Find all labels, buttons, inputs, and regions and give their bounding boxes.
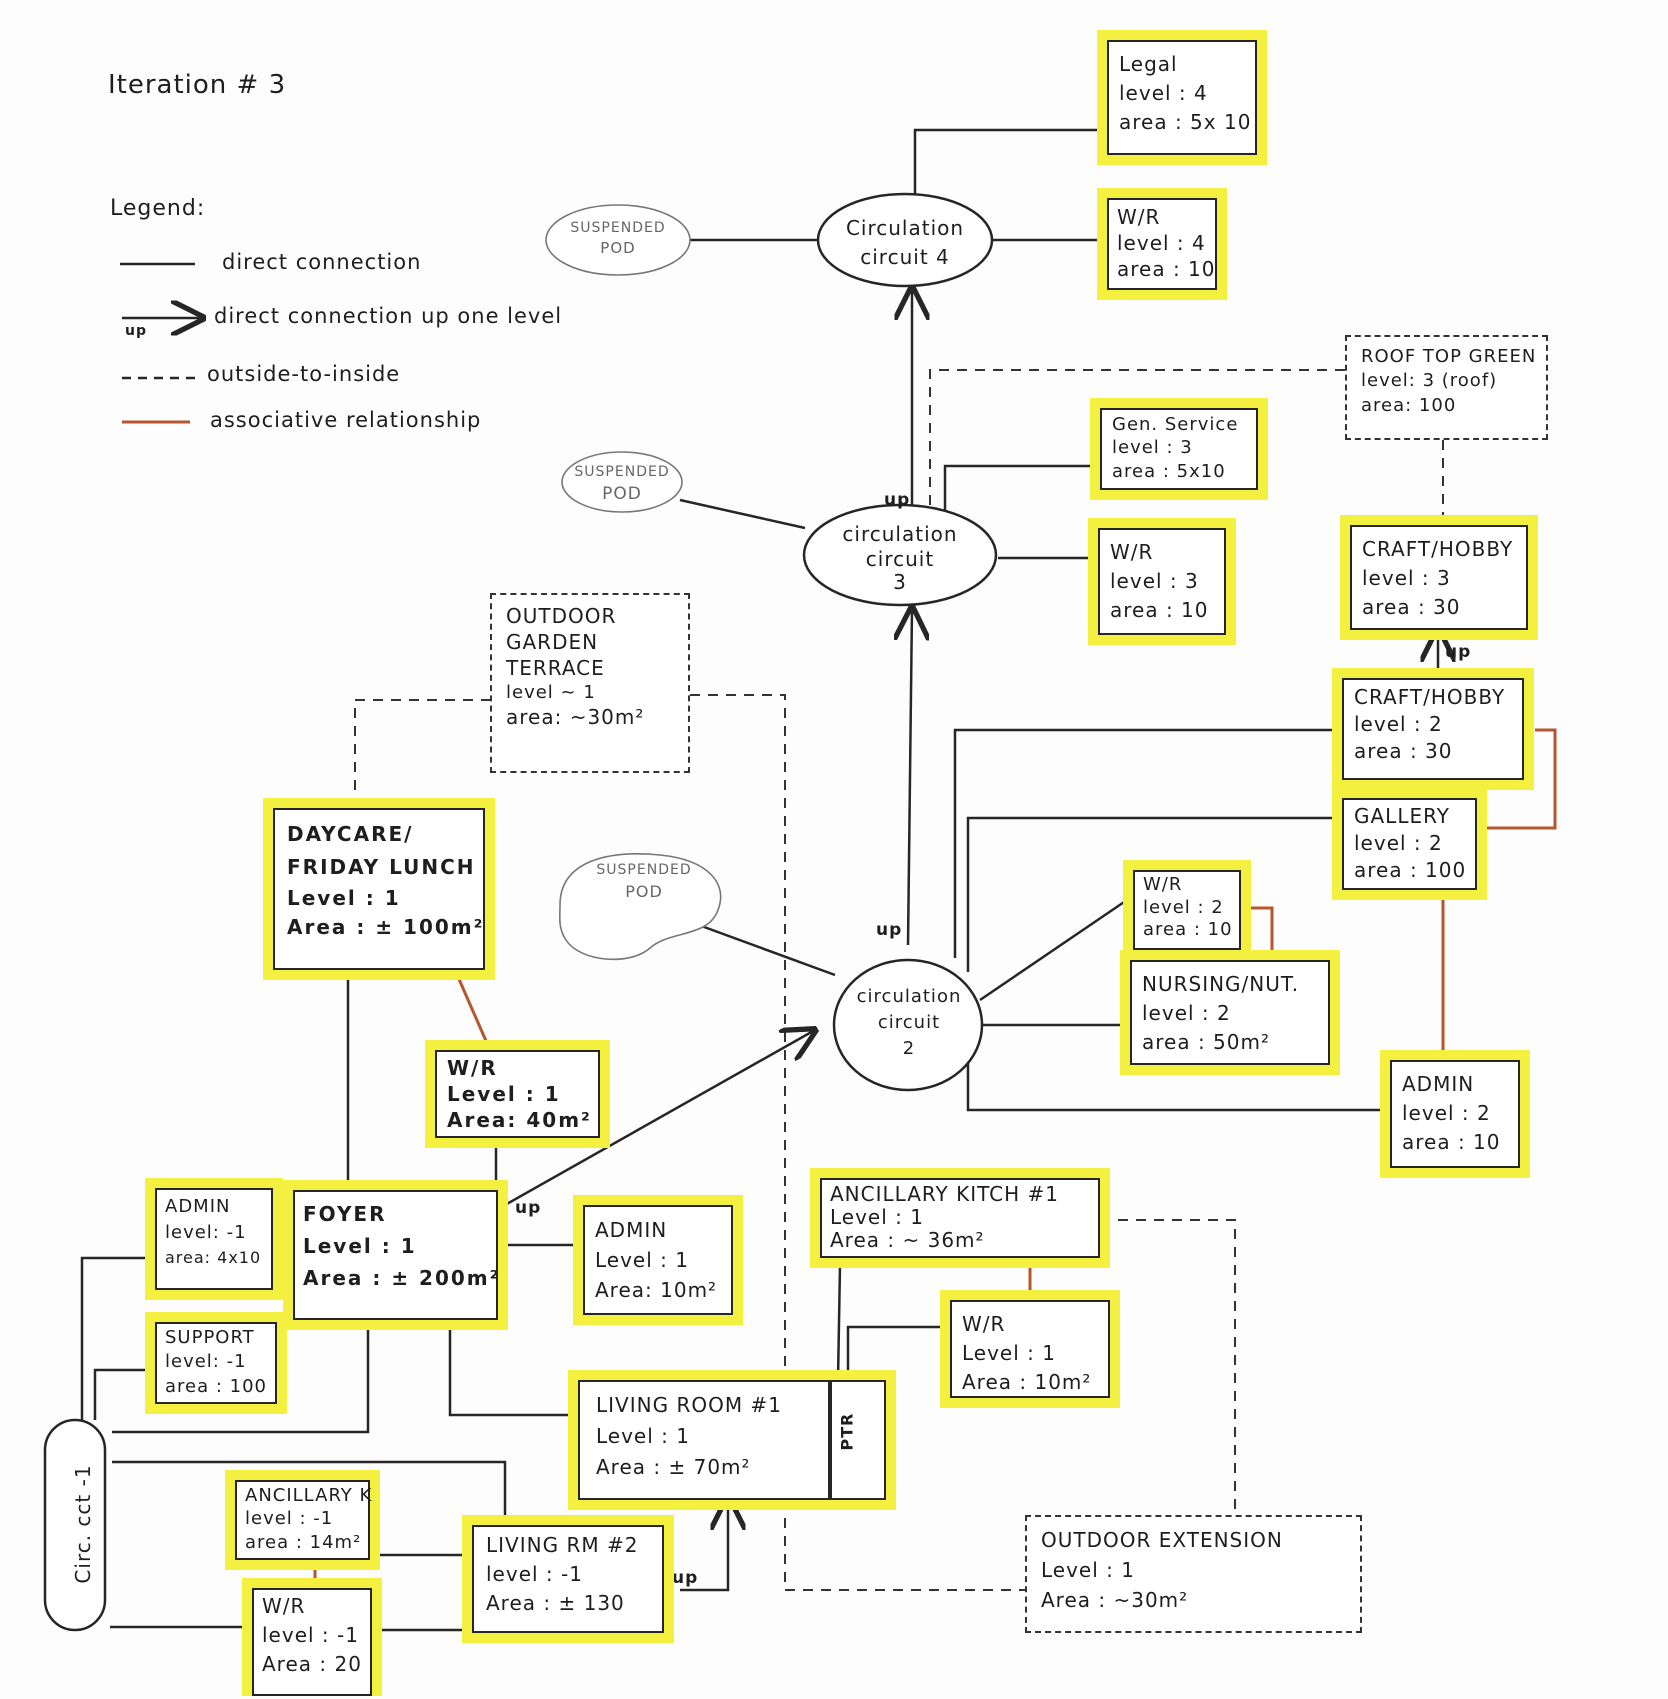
circulation-circuit-minus1: Circ. cct -1 xyxy=(71,1464,95,1584)
pod-shapes xyxy=(545,204,722,961)
up-label-living-rm-2: up xyxy=(672,1568,699,1588)
circulation-shapes xyxy=(43,192,998,1632)
legend-outside-label: outside-to-inside xyxy=(207,362,401,386)
legend-associative-label: associative relationship xyxy=(210,408,482,432)
outside-to-inside-lines xyxy=(354,369,1444,1591)
direct-lines xyxy=(80,128,1385,1632)
up-label-craft: up xyxy=(1445,642,1472,662)
legend-up-label: direct connection up one level xyxy=(214,304,563,328)
up-label-circuit-3: up xyxy=(884,490,911,510)
page-title: Iteration # 3 xyxy=(108,70,287,100)
room-ptr: PTR xyxy=(830,1380,886,1500)
legend-samples xyxy=(120,262,203,424)
up-label-circuit-2: up xyxy=(876,920,903,940)
legend-up-tag: up xyxy=(125,323,147,339)
legend-heading: Legend: xyxy=(110,196,206,221)
up-arrows xyxy=(504,288,1438,1592)
up-label-foyer: up xyxy=(515,1198,542,1218)
legend-direct-label: direct connection xyxy=(222,250,422,274)
